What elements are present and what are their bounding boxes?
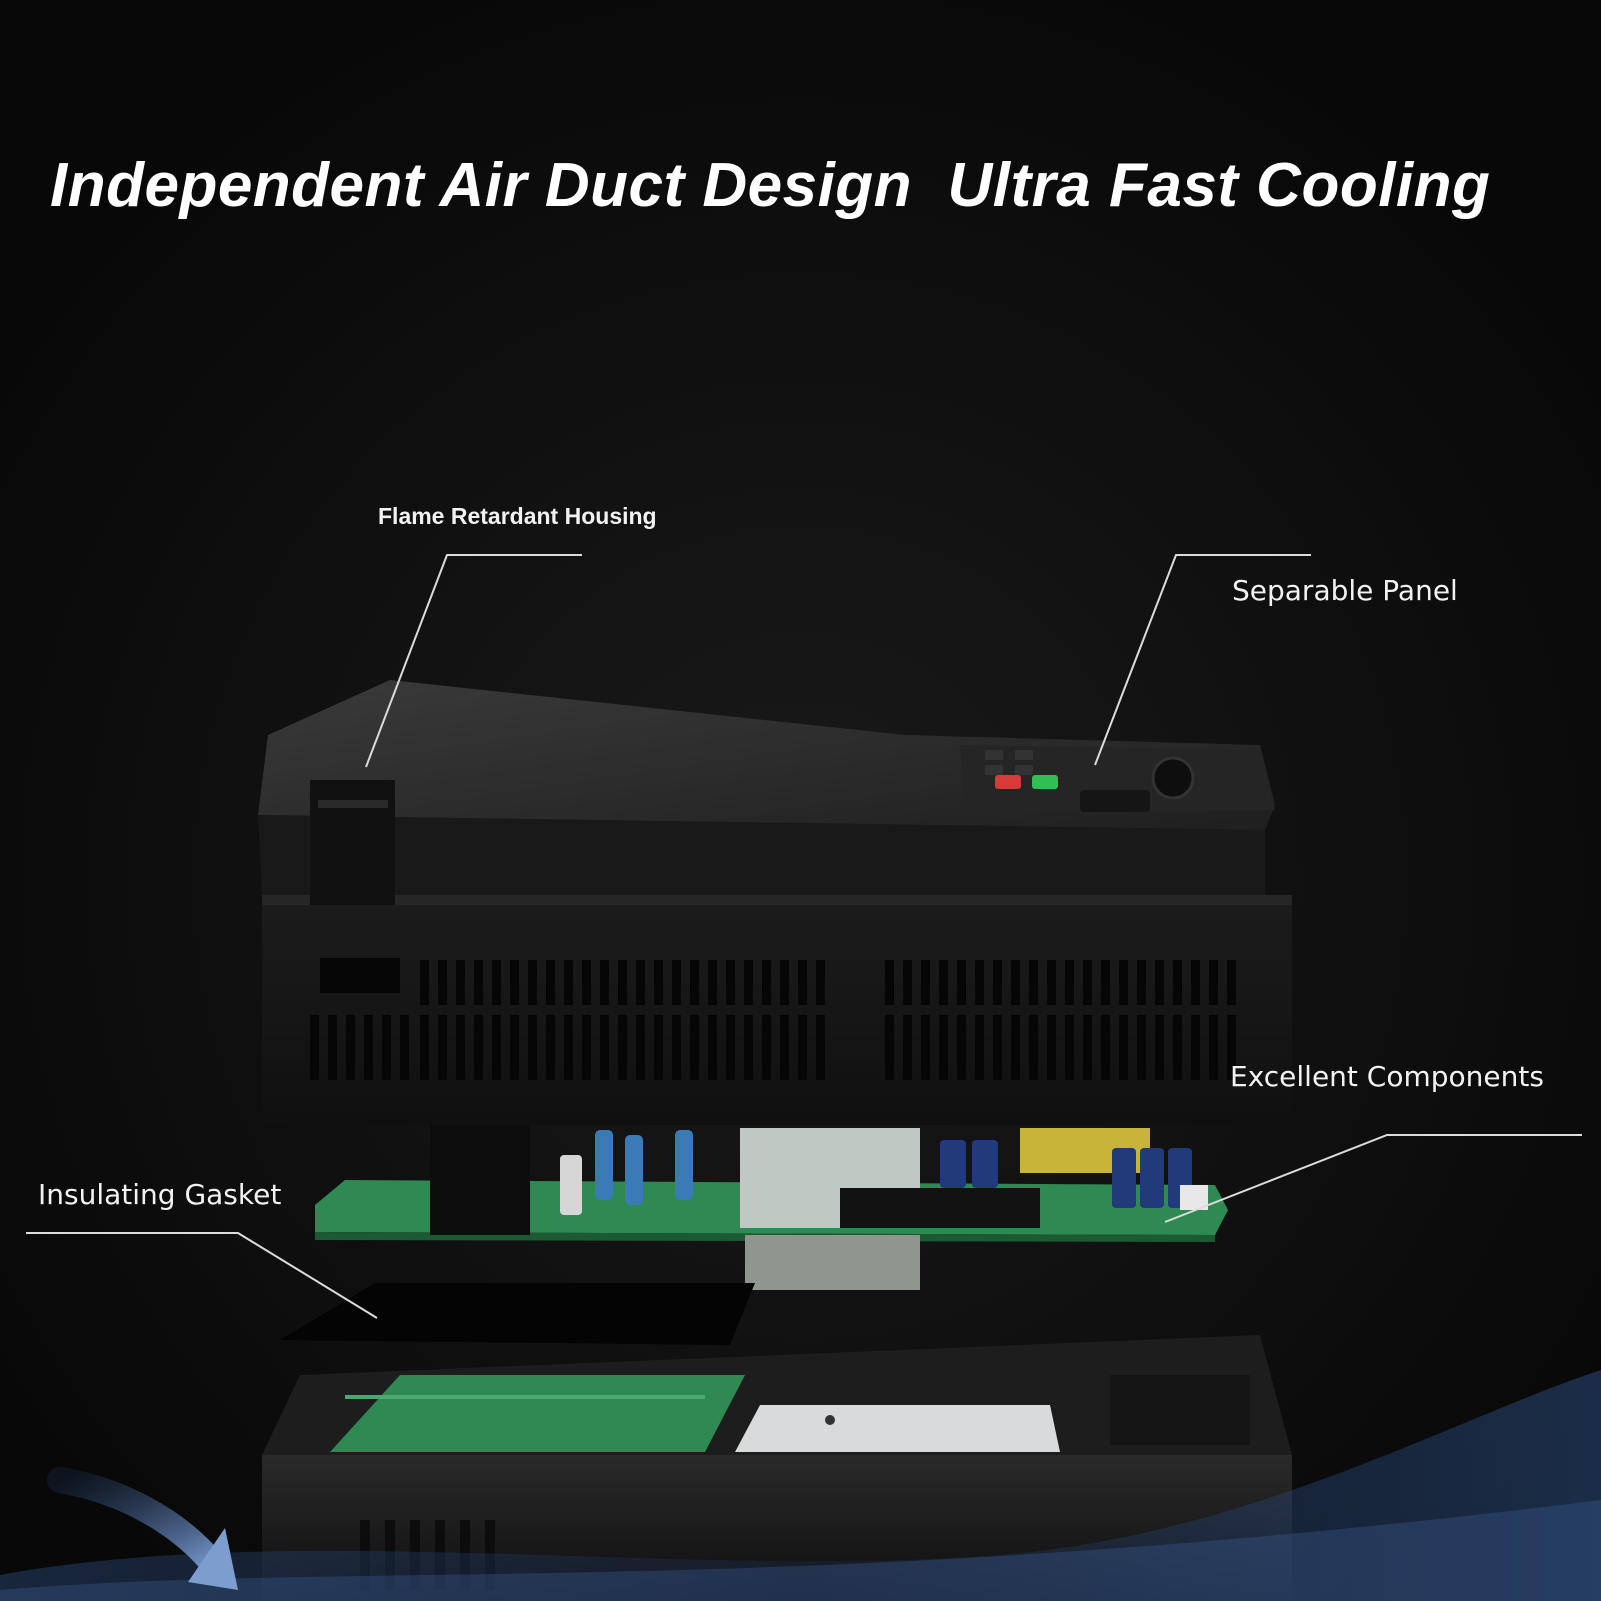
- airflow-arrow-icon: [47, 1467, 238, 1590]
- run-button-graphic: [1032, 775, 1058, 789]
- circuit-board: [315, 1125, 1228, 1290]
- callout-leader-lines: [26, 554, 1582, 1319]
- callout-excellent-components: Excellent Components: [1230, 1060, 1544, 1093]
- upper-housing: [258, 680, 1292, 1125]
- airflow-waves: [0, 1370, 1601, 1601]
- panel-leader-line: [1094, 554, 1311, 766]
- headline: Independent Air Duct Design Ultra Fast C…: [50, 151, 1491, 220]
- callout-flame-retardant-housing: Flame Retardant Housing: [378, 503, 657, 529]
- housing-leader-line: [365, 554, 582, 768]
- callout-insulating-gasket: Insulating Gasket: [38, 1178, 282, 1211]
- gasket-leader-line: [26, 1232, 378, 1319]
- stop-button-graphic: [995, 775, 1021, 789]
- insulating-gasket: [280, 1283, 755, 1345]
- callout-separable-panel: Separable Panel: [1232, 574, 1458, 607]
- control-knob-graphic: [1151, 756, 1195, 800]
- control-panel: [960, 745, 1275, 815]
- components-leader-line: [1164, 1134, 1582, 1223]
